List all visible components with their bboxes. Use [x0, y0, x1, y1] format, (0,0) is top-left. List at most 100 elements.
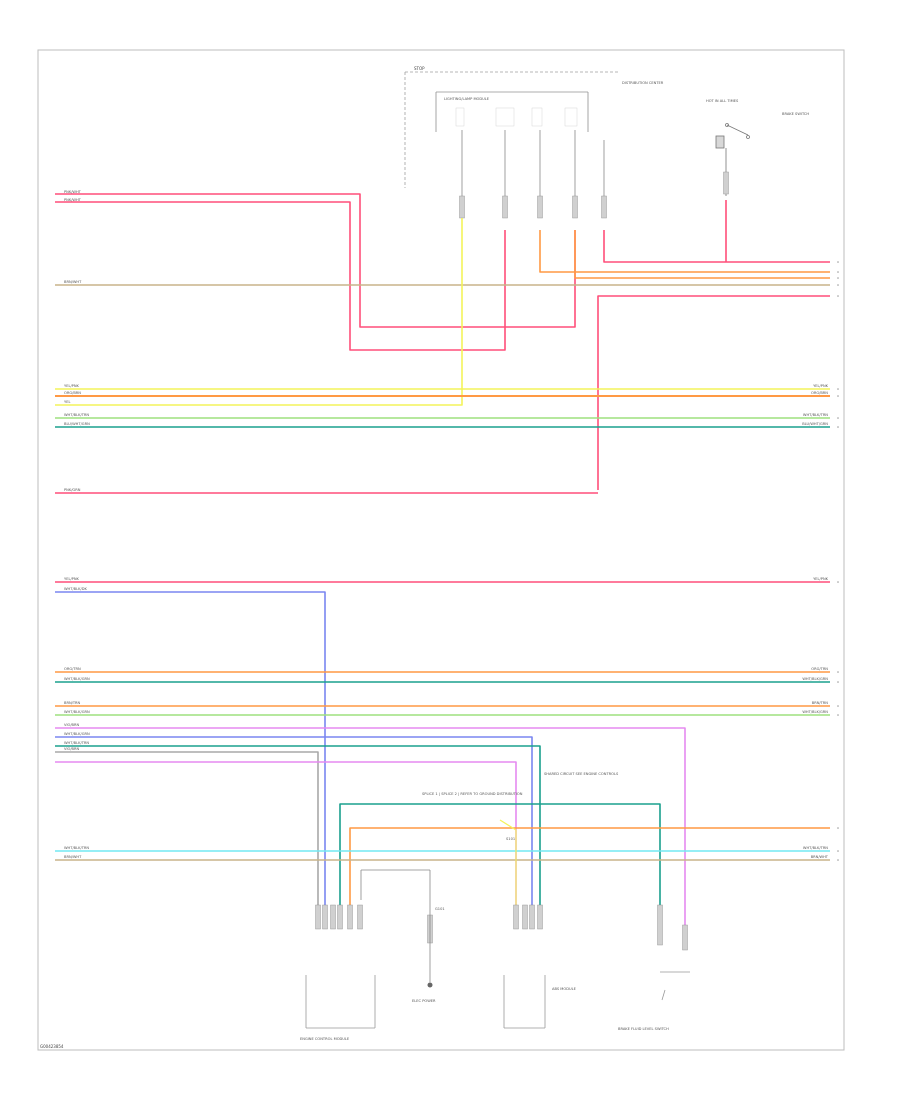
edge-marker [837, 395, 839, 397]
conn-ecm-5 [357, 904, 363, 930]
wire-label-6: YEL [64, 400, 70, 404]
edge-marker [837, 850, 839, 852]
wire-label-15r: WHT/BLK/GRN [802, 710, 828, 714]
wire-label-5r: ORG/BRN [811, 391, 828, 395]
splice-note: SPLICE 1 | SPLICE 2 | REFER TO GROUND DI… [422, 792, 523, 796]
wire-label-11: WHT/BLK/DK [64, 587, 87, 591]
sensor-label: BRAKE FLUID LEVEL SWITCH [618, 1027, 669, 1031]
edge-marker [837, 859, 839, 861]
wire-vio-1 [55, 727, 686, 925]
ecm-connector-a [305, 975, 376, 1029]
conn-top-5 [601, 195, 607, 219]
conn-top-4 [572, 195, 578, 219]
conn-sensor-1 [657, 904, 663, 946]
edge-marker [837, 417, 839, 419]
wire-orange-3 [349, 827, 830, 925]
lamp-module-pin-labels [455, 107, 578, 127]
wire-pnk-2 [55, 201, 506, 351]
brake-switch-label: BRAKE SWITCH [782, 112, 809, 116]
wire-yel-drop [55, 218, 463, 406]
wire-label-10r: YEL/PNK [813, 577, 829, 581]
wire-label-20: WHT/BLK/TRN [64, 846, 89, 850]
wire-label-12: ORG/TRN [64, 667, 81, 671]
conn-ecm-1 [322, 904, 328, 930]
edge-marker [837, 388, 839, 390]
conn-ecm-2 [330, 904, 336, 930]
ground-block [360, 869, 431, 982]
edge-marker [837, 681, 839, 683]
wire-label-2: PNK/WHT [64, 198, 82, 202]
brake-switch-symbol [715, 123, 750, 196]
wire-label-4r: YEL/PNK [813, 384, 829, 388]
conn-top-3 [537, 195, 543, 219]
diagram-code: G00423854 [40, 1044, 64, 1049]
wire-vio-2 [55, 736, 533, 905]
edge-marker [837, 426, 839, 428]
wire-label-4: YEL/PNK [64, 384, 80, 388]
edge-marker [837, 827, 839, 829]
wire-gray-1 [55, 751, 319, 905]
wire-label-9: PNK/GRN [64, 488, 81, 492]
hot-all-times-label: HOT IN ALL TIMES [706, 99, 739, 103]
wire-label-12r: ORG/TRN [811, 667, 828, 671]
wire-label-14: BRN/TRN [64, 701, 81, 705]
wire-label-7: WHT/BLK/TRN [64, 413, 89, 417]
shared-note: SHARED CIRCUIT SEE ENGINE CONTROLS [544, 772, 619, 776]
edge-marker [837, 295, 839, 297]
wire-pink-top [603, 230, 830, 263]
wire-label-14r: BRN/TRN [812, 701, 829, 705]
edge-marker [837, 671, 839, 673]
wire-label-5: ORG/BRN [64, 391, 81, 395]
edge-marker [837, 705, 839, 707]
wire-label-16: VIO/BRN [64, 723, 80, 727]
wire-label-8: BLU/WHT/GRN [64, 422, 90, 426]
wire-label-13r: WHT/BLK/GRN [802, 677, 828, 681]
wire-label-15: WHT/BLK/GRN [64, 710, 90, 714]
wire-label-10: YEL/PNK [64, 577, 80, 581]
edge-marker [837, 277, 839, 279]
edge-marker [837, 284, 839, 286]
module-b-label: ELEC POWER [412, 999, 436, 1003]
stop-label: STOP [414, 66, 425, 71]
wire-label-13: WHT/BLK/GRN [64, 677, 90, 681]
conn-ecm-3 [337, 904, 343, 930]
conn-ecm-0 [315, 904, 321, 930]
top-dashed-enclosure [404, 71, 618, 188]
fluid-sensor [660, 971, 690, 1001]
wire-orange-top2 [574, 230, 830, 279]
wire-label-8r: BLU/WHT/GRN [802, 422, 828, 426]
wire-teal-4 [339, 803, 661, 905]
wire-orange-top [539, 230, 830, 273]
conn-sensor-2 [682, 924, 688, 951]
abs-label: ABS MODULE [552, 987, 577, 991]
conn-abs-1 [522, 904, 528, 930]
conn-top-6 [723, 171, 729, 195]
wire-yel-lower [499, 819, 517, 925]
splice-label: S101 [506, 837, 515, 841]
wire-label-7r: WHT/BLK/TRN [803, 413, 828, 417]
lamp-module-box [435, 91, 589, 132]
conn-abs-3 [537, 904, 543, 930]
dist-center-label: DISTRIBUTION CENTER [622, 81, 664, 85]
conn-abs-2 [529, 904, 535, 930]
wire-blue [55, 591, 326, 905]
diagram-frame [37, 49, 845, 1051]
abs-connector [503, 975, 546, 1029]
wire-label-17: WHT/BLK/GRN [64, 732, 90, 736]
wire-teal-3 [55, 745, 541, 905]
wire-label-19: VIO/BRN [64, 747, 80, 751]
wire-label-3: BRN/WHT [64, 280, 82, 284]
wire-harness: PNK/WHT PNK/WHT BRN/WHT YEL/PNK YEL/PNK ORG/B… [55, 130, 839, 951]
ground-node [427, 982, 433, 988]
wire-label-1: PNK/WHT [64, 190, 82, 194]
wire-vio-3 [55, 761, 517, 925]
wire-pnk-right [597, 295, 830, 490]
wire-label-20r: WHT/BLK/TRN [803, 846, 828, 850]
ecm-a-label: ENGINE CONTROL MODULE [300, 1037, 350, 1041]
conn-top-1 [459, 195, 465, 219]
conn-top-2 [502, 195, 508, 219]
edge-marker [837, 581, 839, 583]
wire-label-18: WHT/BLK/TRN [64, 741, 89, 745]
edge-marker [837, 271, 839, 273]
